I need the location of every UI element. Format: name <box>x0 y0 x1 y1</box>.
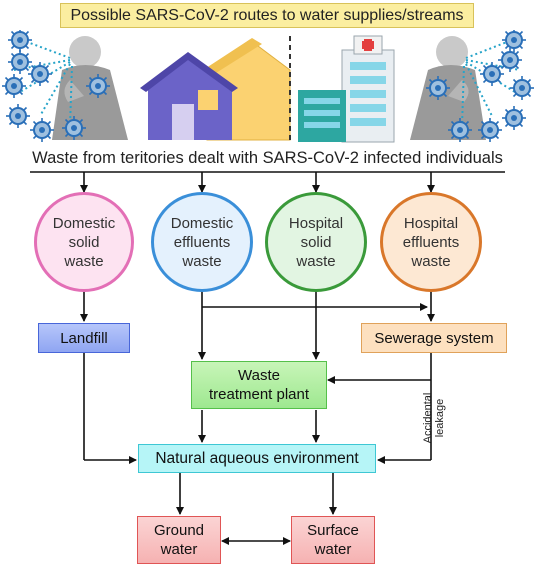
diagram-title: Possible SARS-CoV-2 routes to water supp… <box>60 3 474 28</box>
waste-treatment-plant-node: Waste treatment plant <box>191 361 327 409</box>
diagram-subtitle: Waste from teritories dealt with SARS-Co… <box>32 149 503 167</box>
landfill-node: Landfill <box>38 323 130 353</box>
hospital-icon <box>298 35 395 143</box>
house-icon <box>140 38 291 141</box>
hospital-effluents-waste-node: Hospital effluents waste <box>380 192 482 292</box>
accidental-leakage-label: Accidental leakage <box>422 392 446 444</box>
domestic-effluents-waste-node: Domestic effluents waste <box>151 192 253 292</box>
sewerage-system-node: Sewerage system <box>361 323 507 353</box>
surface-water-node: Surface water <box>291 516 375 564</box>
domestic-solid-waste-node: Domestic solid waste <box>34 192 134 292</box>
natural-aqueous-environment-node: Natural aqueous environment <box>138 444 376 473</box>
ground-water-node: Ground water <box>137 516 221 564</box>
illustration-strip <box>1 30 535 143</box>
hospital-solid-waste-node: Hospital solid waste <box>265 192 367 292</box>
